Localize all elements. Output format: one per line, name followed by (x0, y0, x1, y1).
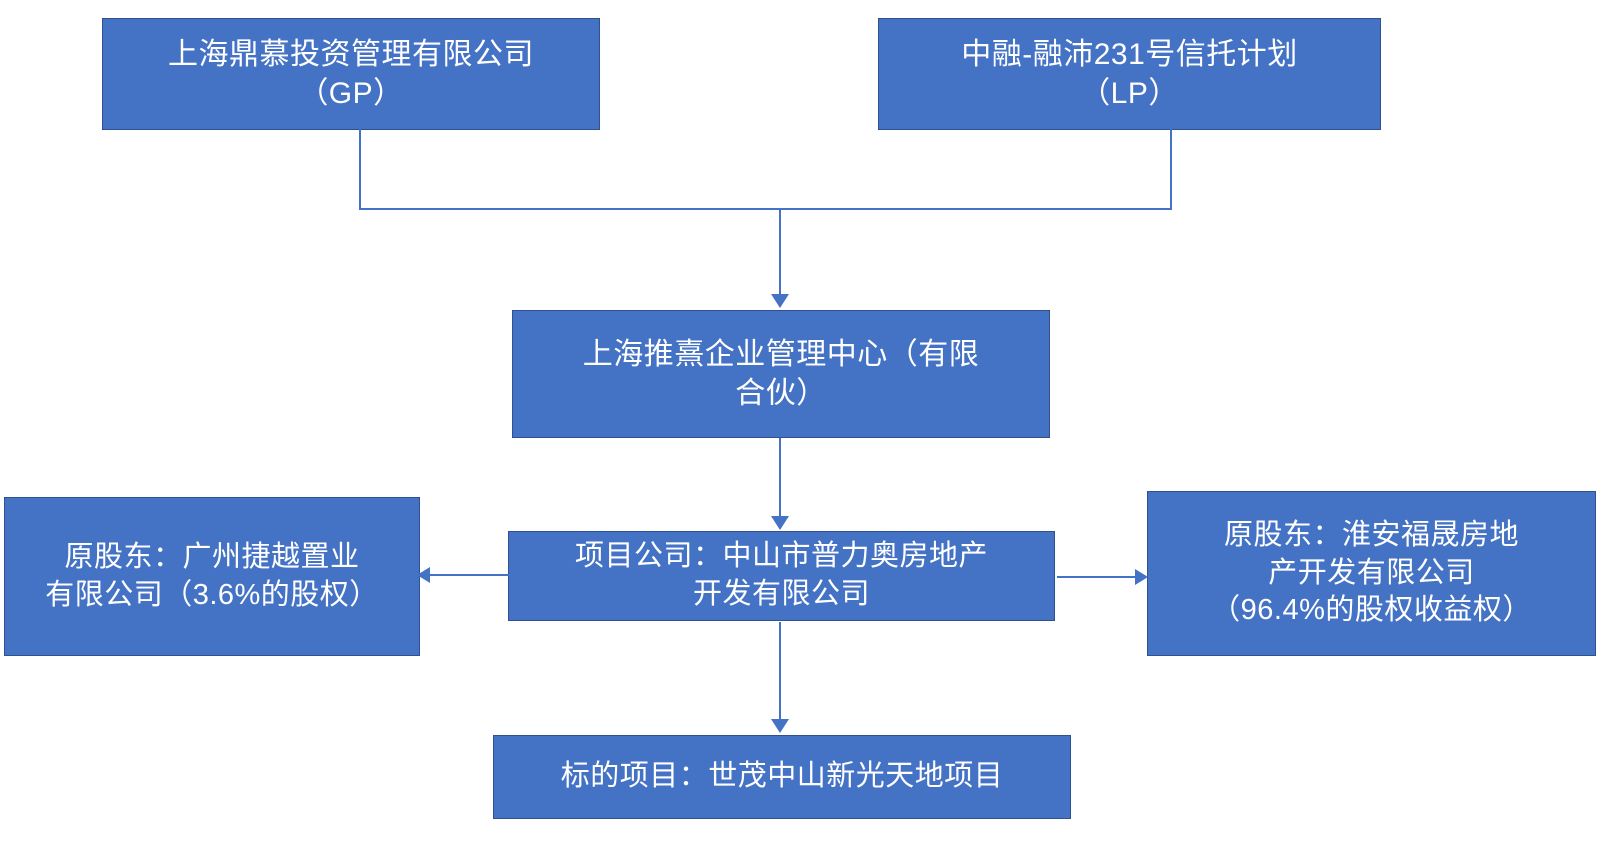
arrowhead-down-icon-to-spv (771, 294, 789, 308)
connector-merge-to-spv (779, 208, 781, 296)
arrowhead-down-icon-to-project-company (771, 516, 789, 530)
arrowhead-left-icon-to-left-shareholder (417, 567, 430, 583)
node-former-shareholder-left[interactable]: 原股东：广州捷越置业 有限公司（3.6%的股权） (4, 497, 420, 656)
arrowhead-down-icon-to-target-project (771, 719, 789, 733)
connector-project-company-to-target-project (779, 622, 781, 721)
connector-merge-bar (359, 208, 1172, 210)
node-target-project[interactable]: 标的项目：世茂中山新光天地项目 (493, 735, 1071, 819)
node-project-company[interactable]: 项目公司：中山市普力奥房地产 开发有限公司 (508, 531, 1055, 621)
node-former-shareholder-right[interactable]: 原股东：淮安福晟房地 产开发有限公司 （96.4%的股权收益权） (1147, 491, 1596, 656)
node-spv-shanghai-tuixi-partnership[interactable]: 上海推熹企业管理中心（有限 合伙） (512, 310, 1050, 438)
connector-project-company-to-left-shareholder (428, 574, 510, 576)
connector-lp-drop-line (1170, 129, 1172, 210)
connector-spv-to-project-company (779, 438, 781, 518)
connector-project-company-to-right-shareholder (1057, 576, 1137, 578)
arrowhead-right-icon-to-right-shareholder (1135, 569, 1148, 585)
node-gp-shanghai-dingmu[interactable]: 上海鼎慕投资管理有限公司 （GP） (102, 18, 600, 130)
node-lp-zhongrong-rongpei-231-trust[interactable]: 中融-融沛231号信托计划 （LP） (878, 18, 1381, 130)
connector-gp-drop-line (359, 129, 361, 210)
